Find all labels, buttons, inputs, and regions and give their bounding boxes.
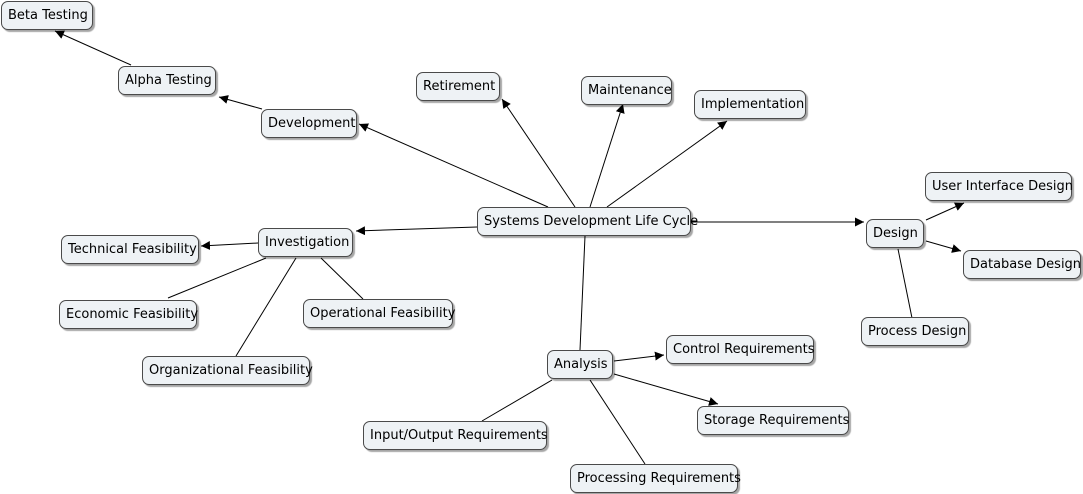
node-implementation[interactable]: Implementation: [694, 90, 806, 119]
node-design[interactable]: Design: [866, 219, 924, 248]
node-database-design[interactable]: Database Design: [963, 250, 1081, 279]
link-development-alpha: [218, 95, 263, 110]
node-storage-requirements[interactable]: Storage Requirements: [697, 406, 849, 435]
node-user-interface-design[interactable]: User Interface Design: [925, 172, 1073, 201]
link-investigation-organizational: [235, 257, 297, 357]
node-input-output-requirements[interactable]: Input/Output Requirements: [363, 421, 548, 450]
link-alpha-beta: [54, 30, 132, 66]
link-design-ui: [925, 202, 965, 221]
node-beta-testing[interactable]: Beta Testing: [1, 1, 93, 30]
node-processing-requirements[interactable]: Processing Requirements: [570, 464, 741, 493]
link-analysis-control: [613, 351, 665, 362]
node-analysis[interactable]: Analysis: [547, 350, 613, 379]
link-investigation-operational: [320, 257, 364, 300]
link-investigation-economic: [167, 257, 267, 299]
node-center[interactable]: Systems Development Life Cycle: [477, 207, 698, 236]
link-design-database: [925, 240, 962, 253]
node-development[interactable]: Development: [261, 109, 357, 138]
link-center-implementation: [606, 120, 728, 208]
link-design-process: [897, 248, 913, 319]
link-investigation-technical: [200, 241, 259, 251]
node-organizational-feasibility[interactable]: Organizational Feasibility: [142, 356, 313, 385]
node-alpha-testing[interactable]: Alpha Testing: [118, 66, 216, 95]
link-center-investigation: [355, 226, 478, 236]
node-control-requirements[interactable]: Control Requirements: [666, 335, 815, 364]
node-maintenance[interactable]: Maintenance: [581, 76, 672, 105]
node-investigation[interactable]: Investigation: [258, 228, 353, 257]
link-analysis-processing: [589, 379, 646, 465]
node-economic-feasibility[interactable]: Economic Feasibility: [59, 300, 198, 329]
link-center-analysis: [579, 235, 586, 351]
node-technical-feasibility[interactable]: Technical Feasibility: [61, 235, 199, 264]
link-center-retirement: [501, 98, 576, 208]
link-center-maintenance: [589, 103, 625, 208]
node-operational-feasibility[interactable]: Operational Feasibility: [303, 299, 455, 328]
link-analysis-io: [481, 379, 553, 422]
link-center-development: [358, 123, 549, 208]
node-retirement[interactable]: Retirement: [416, 72, 500, 101]
link-analysis-storage: [613, 373, 719, 406]
node-process-design[interactable]: Process Design: [861, 317, 969, 346]
